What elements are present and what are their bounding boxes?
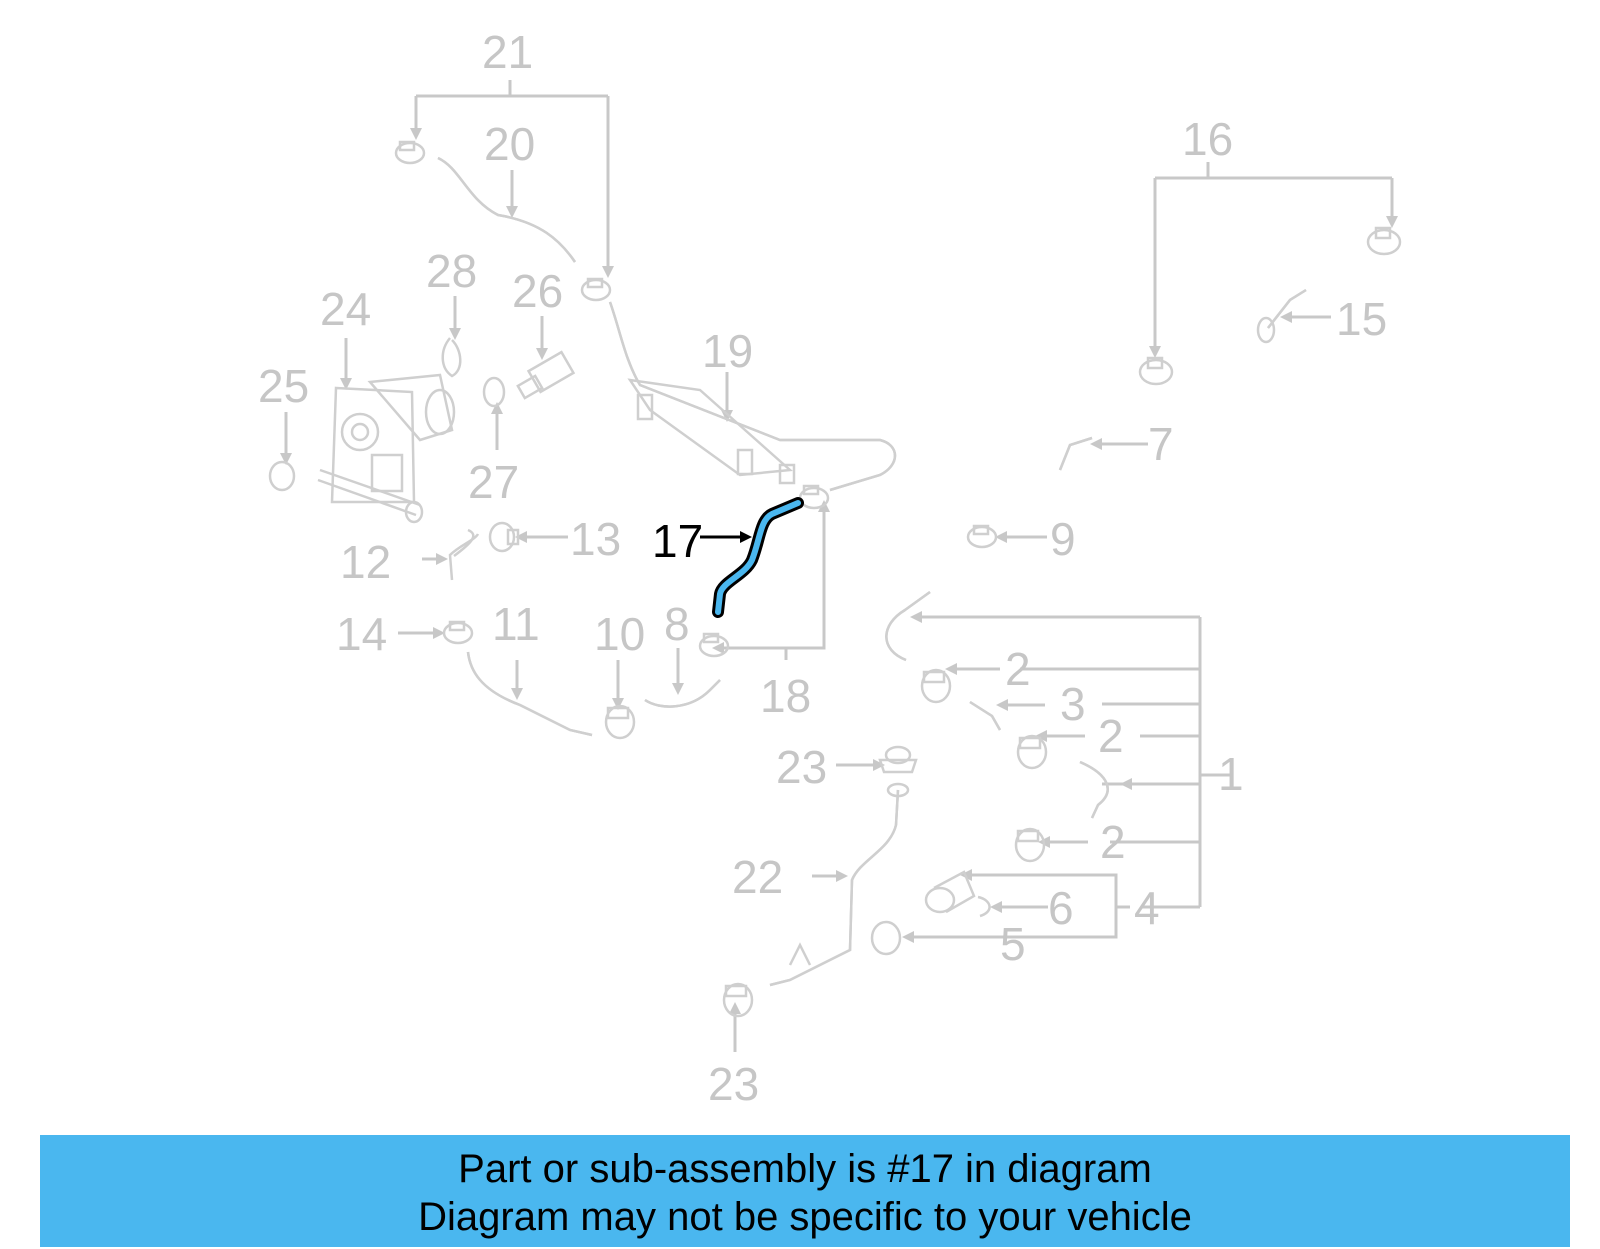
clamp-16-upper	[1366, 226, 1402, 256]
clamp-23b	[722, 982, 754, 1018]
callout-11[interactable]: 11	[492, 598, 540, 650]
clamp-2c	[1014, 827, 1046, 863]
callout-21[interactable]: 21	[482, 26, 533, 78]
callout-6[interactable]: 6	[1048, 882, 1074, 934]
part-outlines	[268, 140, 1402, 1018]
clamp-14	[442, 620, 474, 645]
callout-26[interactable]: 26	[512, 265, 563, 317]
cap-23a	[878, 745, 918, 774]
clamp-2a	[920, 668, 952, 704]
callout-16[interactable]: 16	[1182, 113, 1233, 165]
clamp-16-lower	[1138, 356, 1174, 386]
info-banner: Part or sub-assembly is #17 in diagram D…	[40, 1135, 1570, 1247]
callout-4[interactable]: 4	[1134, 882, 1160, 934]
clamp-21-upper	[394, 140, 426, 165]
callout-1[interactable]: 1	[1218, 748, 1244, 800]
callout-2b[interactable]: 2	[1098, 710, 1124, 762]
callout-8[interactable]: 8	[664, 598, 690, 650]
callout-25[interactable]: 25	[258, 360, 309, 412]
callout-19[interactable]: 19	[702, 325, 753, 377]
clamp-2b	[1016, 734, 1048, 770]
callout-15[interactable]: 15	[1336, 293, 1387, 345]
housing-24	[317, 373, 456, 524]
arrow-heads	[280, 128, 1398, 1014]
clamp-18-lower	[698, 632, 730, 658]
callout-9[interactable]: 9	[1050, 513, 1076, 565]
fitting-4	[924, 870, 976, 914]
callout-23a[interactable]: 23	[776, 741, 827, 793]
clamp-18-upper	[798, 484, 830, 510]
callout-7[interactable]: 7	[1148, 418, 1174, 470]
callout-24[interactable]: 24	[320, 283, 371, 335]
clamp-10	[604, 704, 636, 740]
leader-lines	[284, 80, 1394, 1052]
callout-20[interactable]: 20	[484, 118, 535, 170]
banner-line-disclaimer: Diagram may not be specific to your vehi…	[418, 1195, 1192, 1239]
callout-2c[interactable]: 2	[1100, 816, 1126, 868]
callout-17[interactable]: 17	[652, 515, 703, 567]
callout-12[interactable]: 12	[340, 536, 391, 588]
callout-28[interactable]: 28	[426, 245, 477, 297]
banner-line-part: Part or sub-assembly is #17 in diagram	[458, 1147, 1152, 1191]
callout-13[interactable]: 13	[570, 513, 621, 565]
callout-labels: 1 2 3 2 2 4 5 6 7 8 9 10 11 12 13 14 15 …	[258, 26, 1387, 1110]
callout-23b[interactable]: 23	[708, 1058, 759, 1110]
callout-3[interactable]: 3	[1060, 678, 1086, 730]
hose-17-highlighted	[712, 497, 804, 618]
callout-2a[interactable]: 2	[1005, 643, 1031, 695]
clamp-13	[488, 521, 520, 553]
callout-10[interactable]: 10	[594, 608, 645, 660]
callout-5[interactable]: 5	[1000, 918, 1026, 970]
clamp-21-lower	[580, 277, 612, 302]
clamp-9	[966, 524, 998, 549]
callout-22[interactable]: 22	[732, 851, 783, 903]
sensor-26	[516, 350, 576, 400]
callout-18[interactable]: 18	[760, 670, 811, 722]
callout-14[interactable]: 14	[336, 608, 387, 660]
callout-27[interactable]: 27	[468, 456, 519, 508]
